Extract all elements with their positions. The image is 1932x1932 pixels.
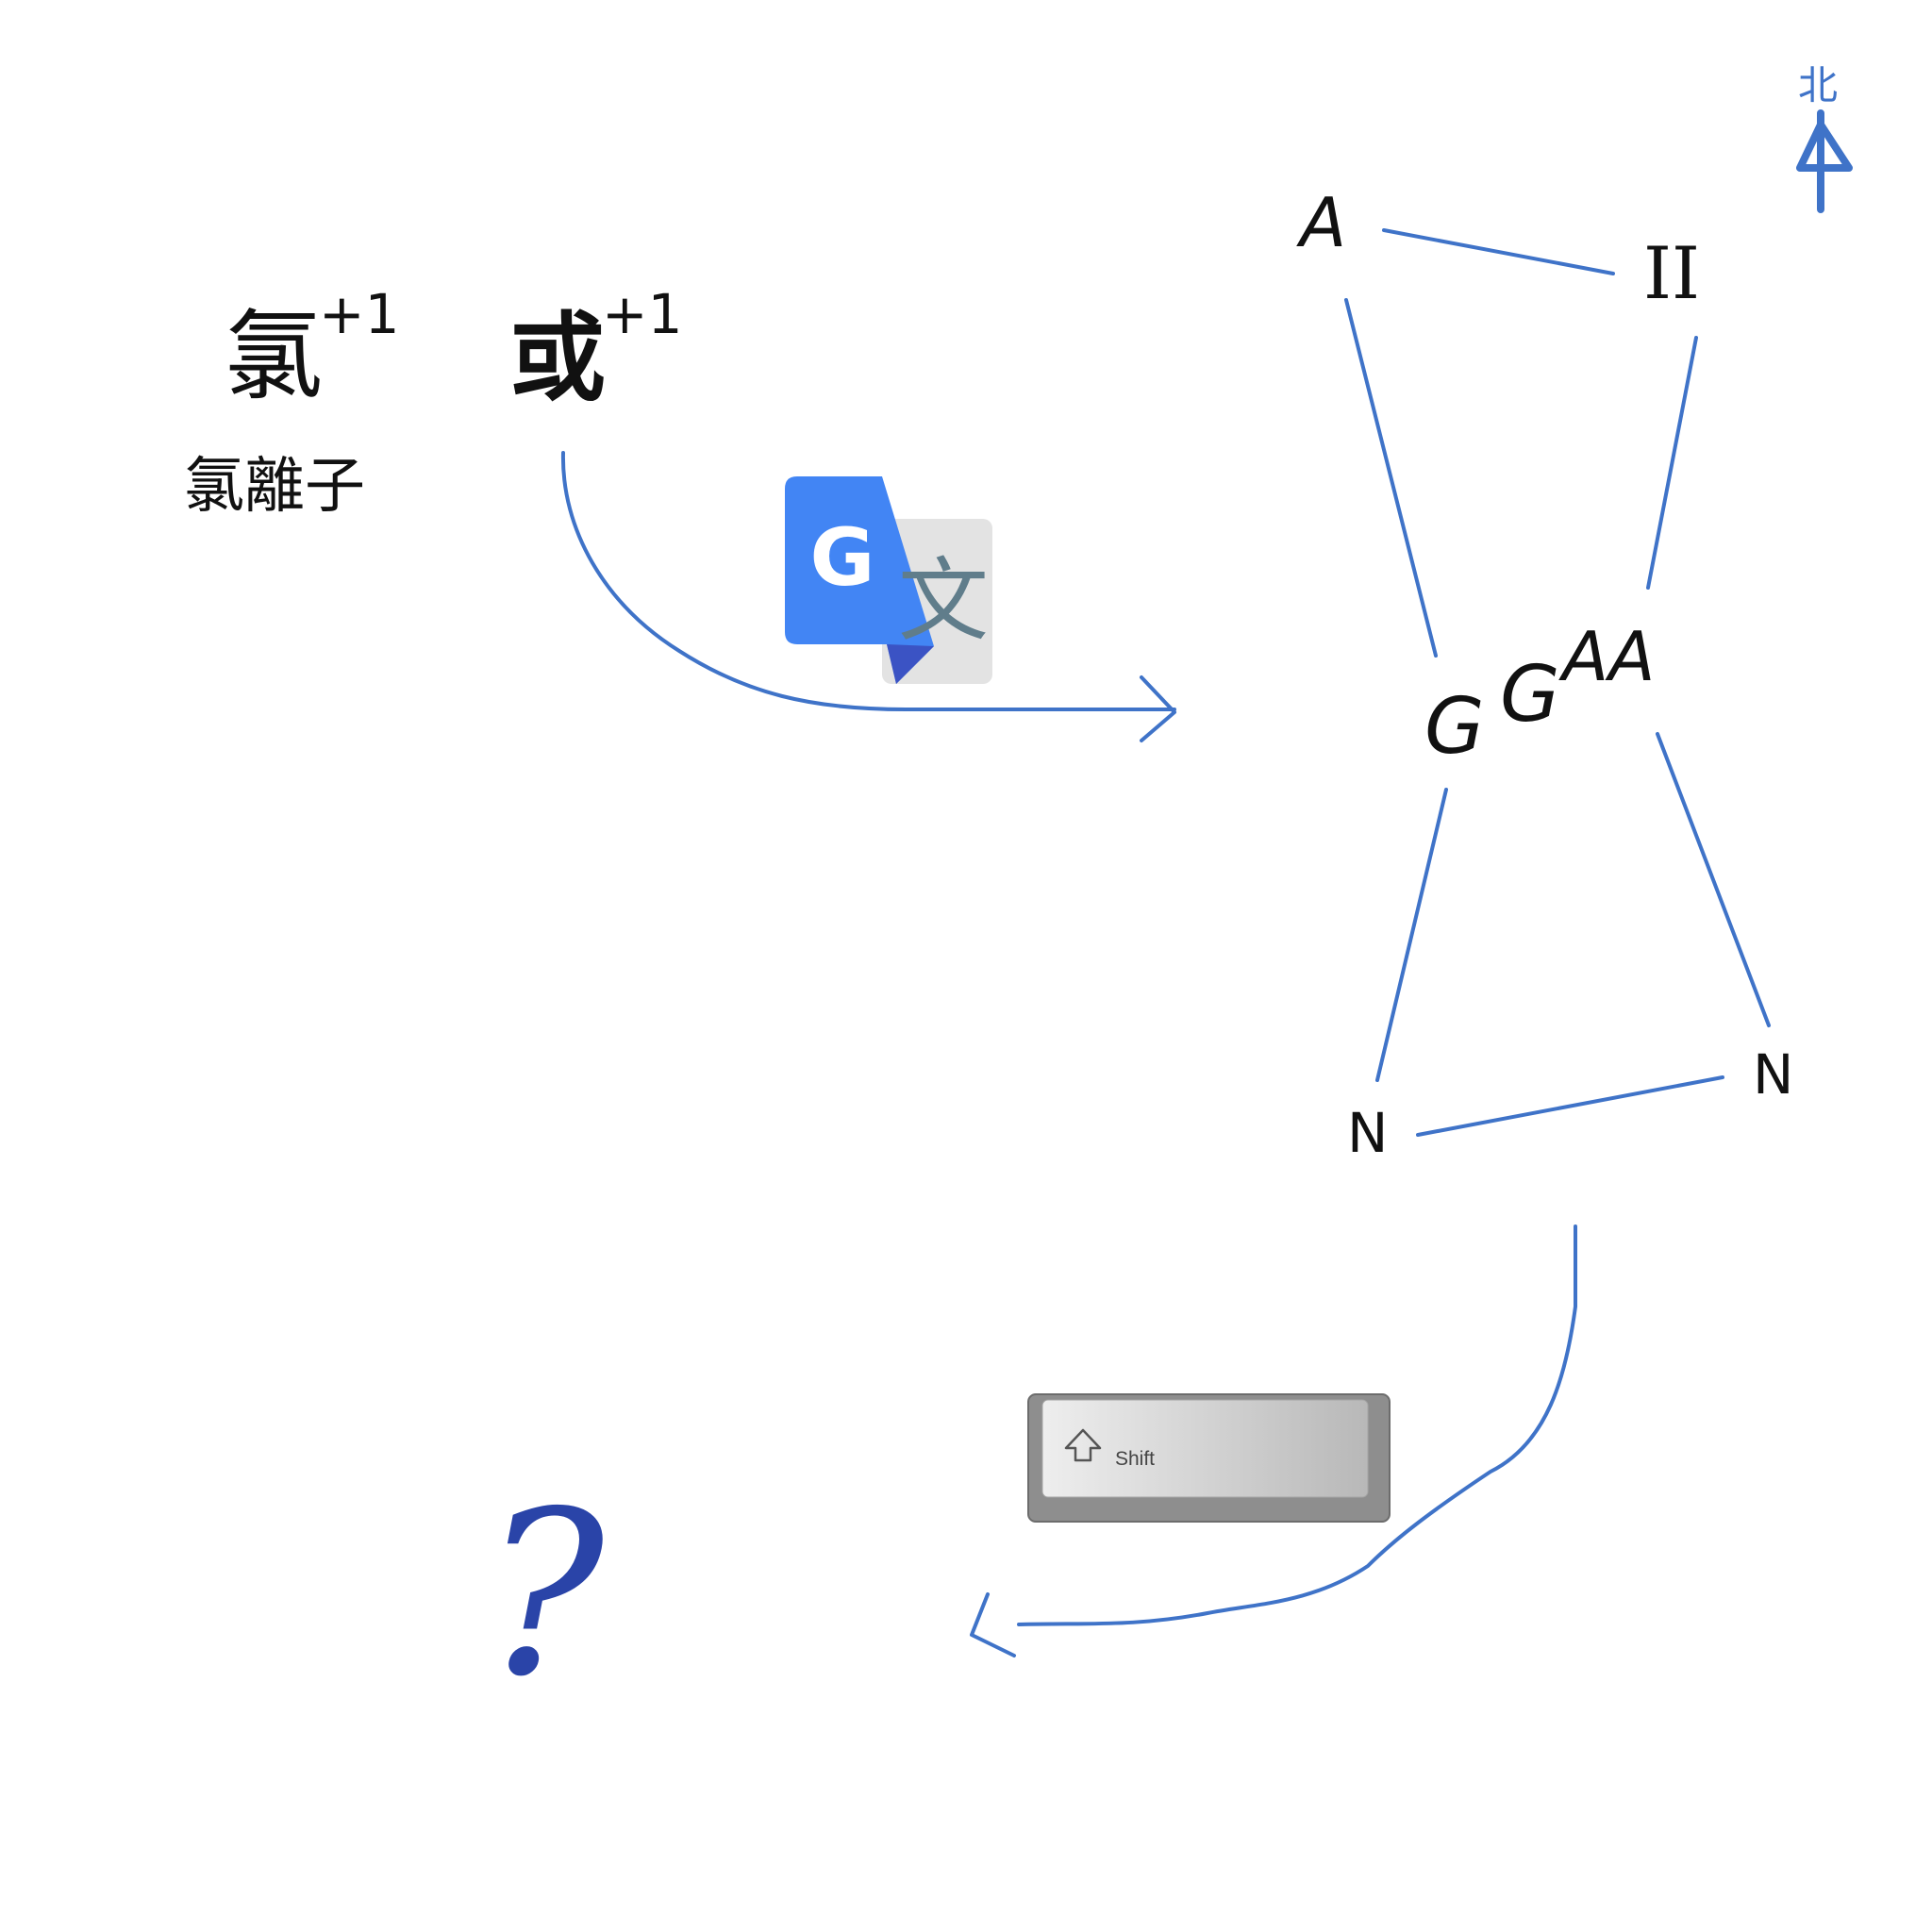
label-n-bottom-right: N [1753,1042,1794,1107]
google-translate-icon: G 文 [785,476,992,684]
curved-arrow-right [560,451,1176,711]
shift-key[interactable]: Shift [1027,1393,1391,1523]
ion-caption: 氯離子 [184,452,365,522]
arrowhead-left [970,1592,1016,1657]
shift-arrow-icon [1064,1428,1102,1462]
bond-n-n [1416,1075,1724,1137]
bond-ii-center [1646,336,1698,590]
question-mark: ? [483,1462,605,1726]
label-a-top-left: A [1300,183,1347,262]
translate-g-letter: G [810,511,875,604]
or-superscript: +1 [602,282,683,346]
ion-character: 氯 [225,299,324,414]
arrowhead-right [1140,675,1176,742]
label-ii-top-right: II [1643,231,1701,315]
label-g-center-2: G [1500,650,1560,740]
bond-a-ii [1382,228,1615,275]
bond-center-n-left [1375,788,1448,1082]
shift-key-label: Shift [1115,1448,1155,1470]
label-aa-center: AA [1562,617,1656,696]
label-g-center-1: G [1424,682,1485,772]
north-label: 北 [1798,62,1839,108]
or-character: 或 [509,303,606,415]
north-arrow-icon [1796,109,1853,213]
label-n-bottom-left: N [1347,1101,1389,1165]
translate-wen-glyph: 文 [898,548,989,654]
ion-superscript: +1 [319,282,400,346]
bond-a-center [1344,298,1438,658]
curved-arrow-left [1017,1224,1577,1626]
bond-center-n-right [1656,732,1771,1027]
